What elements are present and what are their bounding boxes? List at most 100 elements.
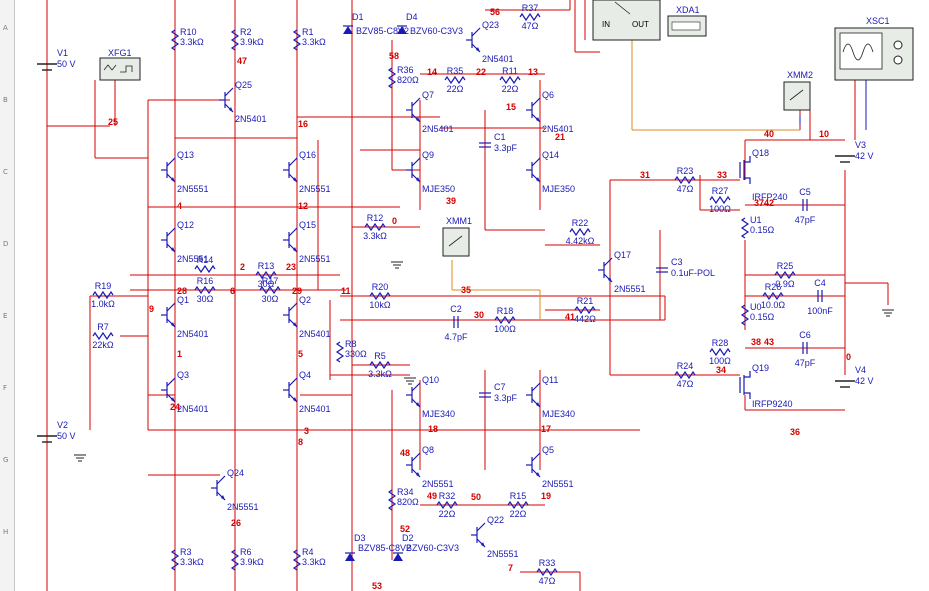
capacitor-c2[interactable]: C24.7pF [444, 304, 468, 342]
resistor-r5[interactable]: R53.3kΩ [368, 351, 392, 379]
multimeter-xmm2[interactable]: XMM2 [783, 70, 813, 111]
resistor-ref: R12 [367, 213, 384, 223]
capacitor-c7[interactable]: C73.3pF [479, 382, 518, 403]
transistor-ref: Q25 [235, 80, 252, 90]
capacitor-value: 4.7pF [444, 332, 468, 342]
net-node-label: 53 [372, 581, 382, 591]
transistor-model: IRFP240 [752, 192, 788, 202]
resistor-r3[interactable]: R33.3kΩ [170, 547, 204, 571]
resistor-r4[interactable]: R43.3kΩ [292, 547, 326, 571]
resistor-r2[interactable]: R23.9kΩ [230, 27, 264, 51]
transistor-model: 2N5401 [542, 124, 574, 134]
resistor-ref: R15 [510, 491, 527, 501]
capacitor-c3[interactable]: C30.1uF-POL [656, 257, 715, 278]
capacitor-c1[interactable]: C13.3pF [479, 132, 518, 153]
transistor-ref: Q14 [542, 150, 559, 160]
transistor-ref: Q4 [299, 370, 311, 380]
bode-plotter[interactable]: IN OUT [592, 0, 661, 41]
oscilloscope-xsc1[interactable]: XSC1 [834, 16, 914, 81]
function-generator-xfg1[interactable]: XFG1 [99, 48, 141, 81]
resistor-value: 100Ω [709, 356, 731, 366]
resistor-r6[interactable]: R63.9kΩ [230, 547, 264, 571]
net-node-label: 42 [764, 198, 774, 208]
capacitor-ref: C7 [494, 382, 506, 392]
resistor-u1[interactable]: U10.15Ω [740, 215, 775, 239]
resistor-u0[interactable]: U00.15Ω [740, 302, 775, 326]
transistor-model: 2N5551 [542, 479, 574, 489]
capacitor-value: 47pF [795, 358, 816, 368]
multimeter-xmm1[interactable]: XMM1 [442, 216, 472, 257]
transistor-model: MJE340 [422, 409, 455, 419]
resistor-r1[interactable]: R13.3kΩ [292, 27, 326, 51]
net-node-label: 49 [427, 491, 437, 501]
distortion-analyzer-xda1[interactable]: XDA1 [667, 5, 707, 37]
diode-ref: D4 [406, 12, 418, 22]
xsc1-label: XSC1 [866, 16, 890, 26]
resistor-ref: R1 [302, 27, 314, 37]
resistor-r14[interactable]: R14 [194, 255, 216, 274]
diode-model: BZV60-C3V3 [410, 26, 463, 36]
